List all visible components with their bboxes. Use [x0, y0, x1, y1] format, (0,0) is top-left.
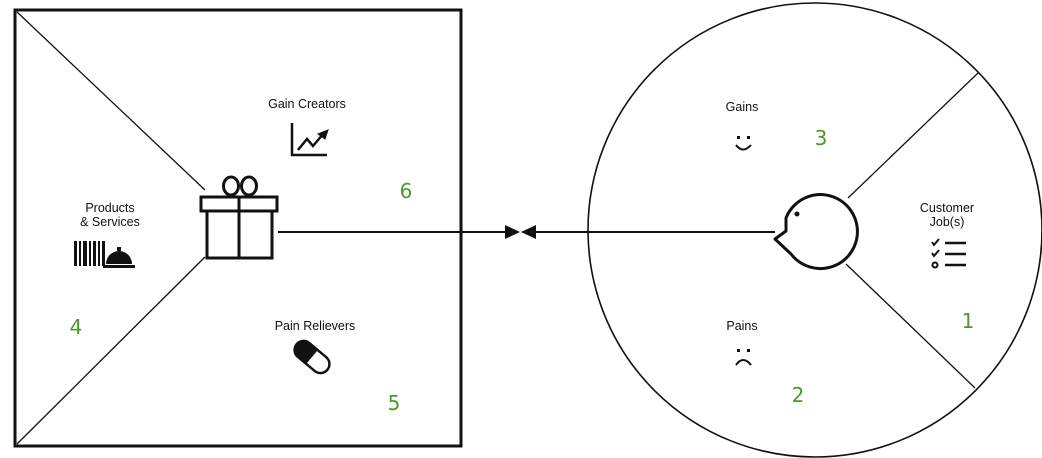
pain-relievers-number: 5 [388, 391, 401, 415]
gain-creators-number: 6 [400, 179, 413, 203]
fit-arrows-icon [505, 225, 536, 239]
customer-jobs-label-line2: Job(s) [930, 215, 965, 229]
gift-icon [199, 175, 279, 260]
smile-icon [735, 136, 752, 151]
value-map-divider-top [16, 11, 206, 191]
fit-connector [278, 225, 775, 239]
frown-icon [735, 349, 752, 366]
value-map: Gain Creators 6 Products & Services 4 Pa… [13, 8, 463, 448]
customer-divider-top [847, 72, 979, 199]
gain-creators-label: Gain Creators [268, 97, 346, 111]
products-services-number: 4 [70, 315, 83, 339]
gains-number: 3 [815, 126, 828, 150]
barcode-cloche-icon [74, 241, 135, 268]
customer-profile: Gains 3 Pains 2 Customer Job(s) 1 [587, 2, 1042, 458]
customer-jobs-label-line1: Customer [920, 201, 974, 215]
gains-label: Gains [726, 100, 759, 114]
customer-jobs-number: 1 [962, 309, 975, 333]
customer-profile-circle [587, 2, 1042, 458]
pill-icon [293, 339, 331, 375]
value-map-frame [13, 8, 463, 448]
chart-trend-up-icon [290, 123, 329, 157]
pains-number: 2 [792, 383, 805, 407]
pain-relievers-label: Pain Relievers [275, 319, 356, 333]
products-services-label-line2: & Services [80, 215, 140, 229]
products-services-label-line1: Products [85, 201, 134, 215]
pains-label: Pains [726, 319, 757, 333]
checklist-icon [931, 238, 966, 269]
customer-face-icon [773, 193, 859, 271]
value-map-divider-bottom [16, 256, 206, 445]
customer-divider-bottom [845, 263, 976, 389]
